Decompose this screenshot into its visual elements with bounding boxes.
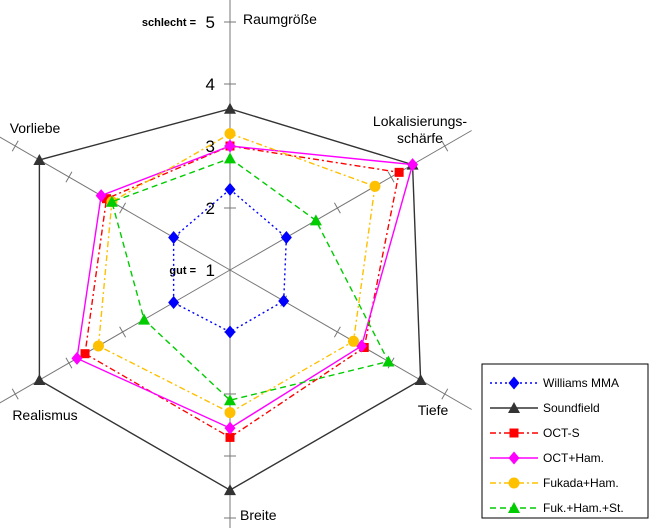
axis-line bbox=[229, 130, 472, 271]
axis-tick bbox=[441, 388, 449, 400]
data-point bbox=[414, 374, 427, 386]
axis-tick bbox=[119, 326, 127, 338]
data-point bbox=[224, 325, 236, 339]
axis-line bbox=[0, 269, 231, 404]
series-line bbox=[111, 157, 390, 401]
axis-label: Raumgröße bbox=[243, 11, 317, 27]
data-point bbox=[71, 351, 83, 365]
axis-tick bbox=[65, 171, 73, 183]
data-point bbox=[168, 230, 180, 244]
legend-label: Soundfield bbox=[543, 401, 600, 415]
tick-label: 3 bbox=[206, 137, 215, 156]
data-point bbox=[105, 195, 118, 207]
data-point bbox=[407, 158, 419, 172]
axis-label: Realismus bbox=[12, 407, 77, 423]
axis-tick bbox=[333, 326, 341, 338]
data-point bbox=[92, 340, 104, 352]
data-point bbox=[278, 294, 290, 308]
axis-tick bbox=[333, 202, 341, 214]
legend-label: Williams MMA bbox=[543, 376, 619, 390]
data-point bbox=[224, 128, 236, 140]
data-point bbox=[369, 180, 381, 192]
radar-grid bbox=[0, 0, 472, 528]
data-point bbox=[224, 421, 236, 435]
legend-item: OCT-S bbox=[490, 426, 580, 440]
data-point bbox=[225, 432, 235, 442]
legend-marker bbox=[508, 477, 520, 489]
legend-label: Fuk.+Ham.+St. bbox=[543, 501, 624, 515]
data-point bbox=[80, 349, 90, 359]
legend-item: Williams MMA bbox=[490, 376, 619, 390]
data-point bbox=[102, 194, 112, 204]
tick-label: 2 bbox=[206, 199, 215, 218]
tick-label: 5 bbox=[206, 13, 215, 32]
data-point bbox=[280, 230, 292, 244]
series-line bbox=[76, 145, 414, 429]
legend-label: Fukada+Ham. bbox=[543, 476, 619, 490]
axis-labels: RaumgrößeLokalisierungs-schärfeTiefeBrei… bbox=[10, 11, 468, 523]
axis-tick bbox=[11, 388, 19, 400]
tick-label: 4 bbox=[206, 75, 215, 94]
series bbox=[105, 152, 395, 406]
data-point bbox=[347, 335, 359, 347]
data-point bbox=[394, 167, 404, 177]
data-point bbox=[382, 355, 395, 367]
annotation-good: gut = bbox=[169, 265, 196, 277]
legend-marker bbox=[508, 376, 520, 390]
data-point bbox=[224, 407, 236, 419]
axis-label: Vorliebe bbox=[10, 120, 61, 136]
data-point bbox=[224, 484, 236, 496]
legend-marker bbox=[508, 451, 520, 465]
data-point bbox=[224, 182, 236, 196]
data-point bbox=[224, 152, 236, 164]
data-point bbox=[224, 102, 236, 114]
legend-marker bbox=[508, 502, 520, 513]
axis-label: Lokalisierungs-schärfe bbox=[373, 113, 467, 146]
data-point bbox=[224, 139, 236, 153]
data-point bbox=[309, 214, 322, 226]
legend-box bbox=[481, 363, 649, 519]
axis-tick bbox=[387, 171, 395, 183]
axis-tick bbox=[119, 202, 127, 214]
data-point bbox=[33, 374, 46, 386]
series-layer bbox=[33, 102, 427, 496]
legend-marker bbox=[508, 402, 520, 413]
legend-item: OCT+Ham. bbox=[490, 451, 604, 465]
legend-item: Fukada+Ham. bbox=[490, 476, 619, 490]
series bbox=[168, 182, 292, 339]
data-point bbox=[168, 296, 180, 310]
axis-label: Breite bbox=[240, 507, 277, 523]
axis-label: Tiefe bbox=[418, 402, 449, 418]
legend-item: Soundfield bbox=[490, 401, 600, 415]
data-point bbox=[95, 189, 107, 203]
legend-item: Fuk.+Ham.+St. bbox=[490, 501, 624, 515]
legend-marker bbox=[509, 428, 519, 438]
data-point bbox=[138, 313, 151, 325]
tick-label: 1 bbox=[206, 261, 215, 280]
axis-tick bbox=[65, 357, 73, 369]
legend-label: OCT+Ham. bbox=[543, 451, 604, 465]
annotation-bad: schlecht = bbox=[142, 17, 196, 29]
data-point bbox=[224, 394, 236, 406]
axis-tick bbox=[441, 140, 449, 152]
radial-tick-labels: 1 2 3 4 5 gut = schlecht = bbox=[142, 13, 215, 280]
series bbox=[92, 128, 381, 419]
data-point bbox=[33, 153, 46, 165]
axis-tick bbox=[11, 140, 19, 152]
legend-label: OCT-S bbox=[543, 426, 580, 440]
series bbox=[71, 139, 419, 435]
series-line bbox=[97, 132, 376, 414]
